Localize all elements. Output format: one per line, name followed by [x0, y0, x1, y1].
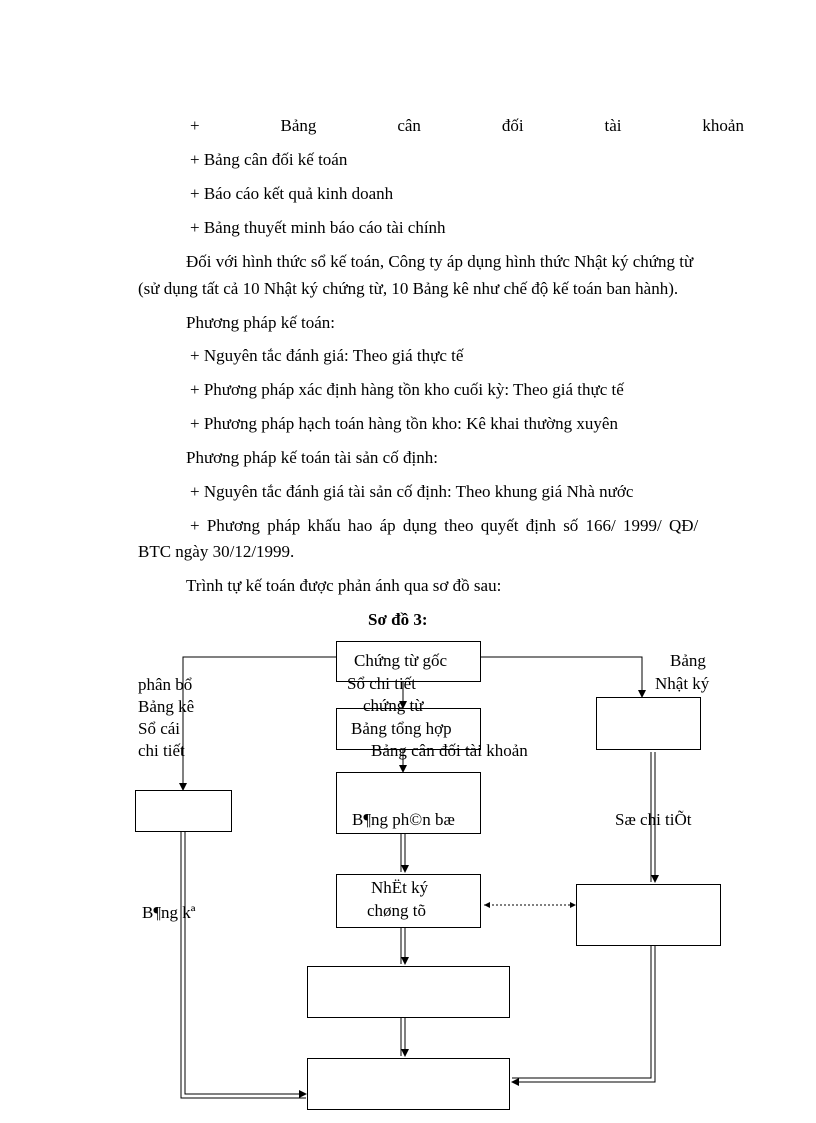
- word: tài: [604, 116, 622, 135]
- box-empty-final: [307, 1058, 510, 1110]
- bullet-bang-thuyet-minh: + Bảng thuyết minh báo cáo tài chính: [190, 218, 446, 237]
- line-to-right-column: [480, 656, 646, 698]
- paragraph-trinh-tu: Trình tự kế toán được phản ánh qua sơ đồ…: [186, 576, 502, 595]
- paragraph-hinh-thuc-line2: (sử dụng tất cả 10 Nhật ký chứng từ, 10 …: [138, 279, 679, 298]
- bullet-xac-dinh-hang-ton-kho: + Phương pháp xác định hàng tồn kho cuối…: [190, 380, 624, 399]
- word: cân: [397, 116, 421, 135]
- label-bang-phan-bo: B¶ng ph©n bæ: [352, 810, 455, 829]
- paragraph-hinh-thuc-line1: Đối với hình thức sổ kế toán, Công ty áp…: [186, 252, 694, 271]
- word: Bảng: [280, 116, 317, 135]
- heading-phuong-phap-ke-toan: Phương pháp kế toán:: [186, 313, 335, 332]
- label-nhat-ky-line2: chøng tõ: [367, 901, 427, 920]
- label-chung-tu-goc: Chứng từ gốc: [354, 651, 448, 670]
- label-bang-ke-garbled: B¶ng kª: [142, 903, 196, 922]
- box-empty-right-mid: [576, 884, 721, 946]
- label-chi-tiet: chi tiết: [138, 741, 185, 760]
- justified-line-bang-can-doi-tai-khoan: + Bảng cân đối tài khoản: [190, 116, 744, 136]
- box-empty-center: [307, 966, 510, 1018]
- heading-tai-san-co-dinh: Phương pháp kế toán tài sản cố định:: [186, 448, 438, 467]
- label-so-cai: Sổ cái: [138, 719, 181, 738]
- label-phan-bo: phân bổ: [138, 675, 193, 694]
- bullet-nguyen-tac-danh-gia: + Nguyên tắc đánh giá: Theo giá thực tế: [190, 346, 464, 365]
- label-nhat-ky: Nhật ký: [655, 674, 710, 693]
- line-right-to-final-a: [512, 946, 652, 1079]
- box-bang-tong-hop: [336, 708, 481, 750]
- label-nhat-ky-line1: NhËt ký: [371, 878, 429, 897]
- line-to-left-column: [179, 656, 336, 791]
- box-empty-left: [135, 790, 232, 832]
- label-so-chi-tiet: Sổ chi tiết: [347, 674, 416, 693]
- word: đối: [501, 116, 524, 135]
- label-chung-tu: chứng từ: [363, 696, 424, 715]
- bullet-khau-hao-line1: + Phương pháp khấu hao áp dụng theo quyế…: [190, 516, 699, 535]
- bullet-khau-hao-line2: BTC ngày 30/12/1999.: [138, 542, 295, 561]
- line-left-to-final-b: [184, 832, 307, 1098]
- label-bang-tong-hop: Bảng tổng hợp: [351, 719, 452, 738]
- bullet-hach-toan-hang-ton-kho: + Phương pháp hạch toán hàng tồn kho: Kê…: [190, 414, 618, 433]
- box-nhat-ky-chung-tu: [336, 874, 481, 928]
- bullet-bang-can-doi-ke-toan: + Bảng cân đối kế toán: [190, 150, 348, 169]
- box-chung-tu-goc: [336, 641, 481, 682]
- diagram-title: Sơ đồ 3:: [368, 610, 428, 629]
- label-bang-can-doi-tai-khoan: Bảng cân đối tài khoản: [371, 741, 528, 760]
- label-bang: Bảng: [670, 651, 706, 670]
- word: +: [190, 116, 200, 135]
- line-right-to-final-b: [511, 946, 656, 1086]
- box-bang-phan-bo: [336, 772, 481, 834]
- box-empty-right-top: [596, 697, 701, 750]
- bullet-nguyen-tac-tscd: + Nguyên tắc đánh giá tài sản cố định: T…: [190, 482, 634, 501]
- line-left-to-final-a: [180, 832, 306, 1099]
- label-bang-ke: Bảng kê: [138, 697, 195, 716]
- word: khoản: [702, 116, 744, 135]
- label-so-chi-tiet-garbled: Sæ chi tiÕt: [615, 810, 692, 829]
- bullet-bao-cao-ket-qua: + Báo cáo kết quả kinh doanh: [190, 184, 394, 203]
